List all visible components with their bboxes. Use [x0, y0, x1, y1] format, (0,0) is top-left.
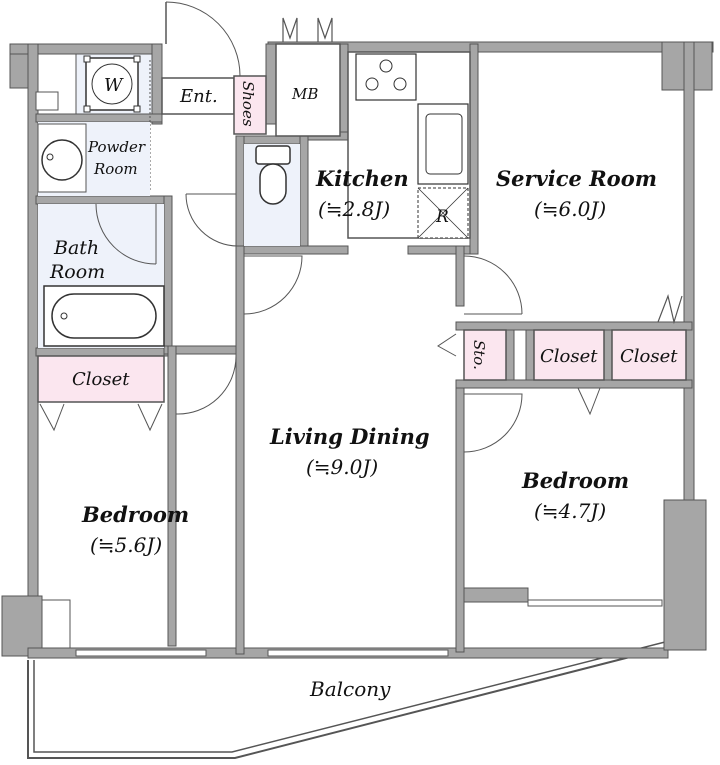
sink-icon — [41, 139, 83, 181]
closet-left — [37, 355, 165, 403]
bath-label-2: Room — [49, 261, 105, 283]
washer-icon — [85, 57, 139, 111]
bedroom-right-size: (≒4.7J) — [534, 499, 606, 523]
bedroom-left-size: (≒5.6J) — [90, 533, 162, 557]
interior-walls — [35, 43, 693, 655]
storage-units: Sto. Closet Closet Closet — [37, 329, 687, 432]
mb-label: MB — [291, 85, 318, 103]
closet-middle — [533, 329, 605, 381]
service-room-size: (≒6.0J) — [534, 197, 606, 221]
bedroom-right-label: Bedroom — [521, 468, 629, 493]
bedroom-left-label: Bedroom — [81, 502, 189, 527]
kitchen: R Kitchen (≒2.8J) — [315, 51, 471, 239]
balcony-label: Balcony — [309, 677, 391, 701]
kitchen-label: Kitchen — [315, 166, 409, 191]
closet-middle-label: Closet — [540, 346, 598, 367]
bath-label-1: Bath — [53, 237, 99, 259]
balcony — [27, 641, 666, 759]
stove-icon — [355, 53, 417, 101]
living-dining-size: (≒9.0J) — [306, 455, 378, 479]
storage-label: Sto. — [470, 340, 488, 370]
bath-room: Bath Room — [38, 203, 165, 348]
storage-closet — [463, 329, 507, 381]
entrance-label: Ent. — [179, 86, 218, 107]
refrigerator-label: R — [435, 207, 449, 227]
bedroom-left: Bedroom (≒5.6J) — [42, 502, 189, 648]
entrance: Ent. Shoes — [161, 1, 267, 135]
closet-left-label: Closet — [72, 369, 130, 390]
washer-label: W — [104, 75, 124, 96]
closet-right-label: Closet — [620, 346, 678, 367]
meter-box: MB — [275, 17, 341, 137]
washer-space: W — [35, 53, 153, 190]
service-room: Service Room (≒6.0J) — [463, 166, 683, 325]
living-dining: Living Dining (≒9.0J) — [175, 255, 523, 479]
closet-right — [611, 329, 687, 381]
shoe-closet — [233, 75, 267, 135]
kitchen-size: (≒2.8J) — [318, 197, 390, 221]
powder-label-1: Powder — [87, 138, 146, 156]
windows — [75, 599, 663, 657]
toilet-room — [185, 144, 300, 247]
powder-room: Powder Room — [37, 122, 150, 196]
service-room-label: Service Room — [496, 166, 657, 191]
shoes-label: Shoes — [239, 81, 257, 127]
mb-door-icon — [282, 17, 298, 42]
bedroom-right: Bedroom (≒4.7J) — [521, 468, 629, 523]
living-dining-label: Living Dining — [269, 424, 430, 449]
powder-label-2: Room — [93, 160, 138, 178]
toilet-icon — [255, 145, 291, 165]
